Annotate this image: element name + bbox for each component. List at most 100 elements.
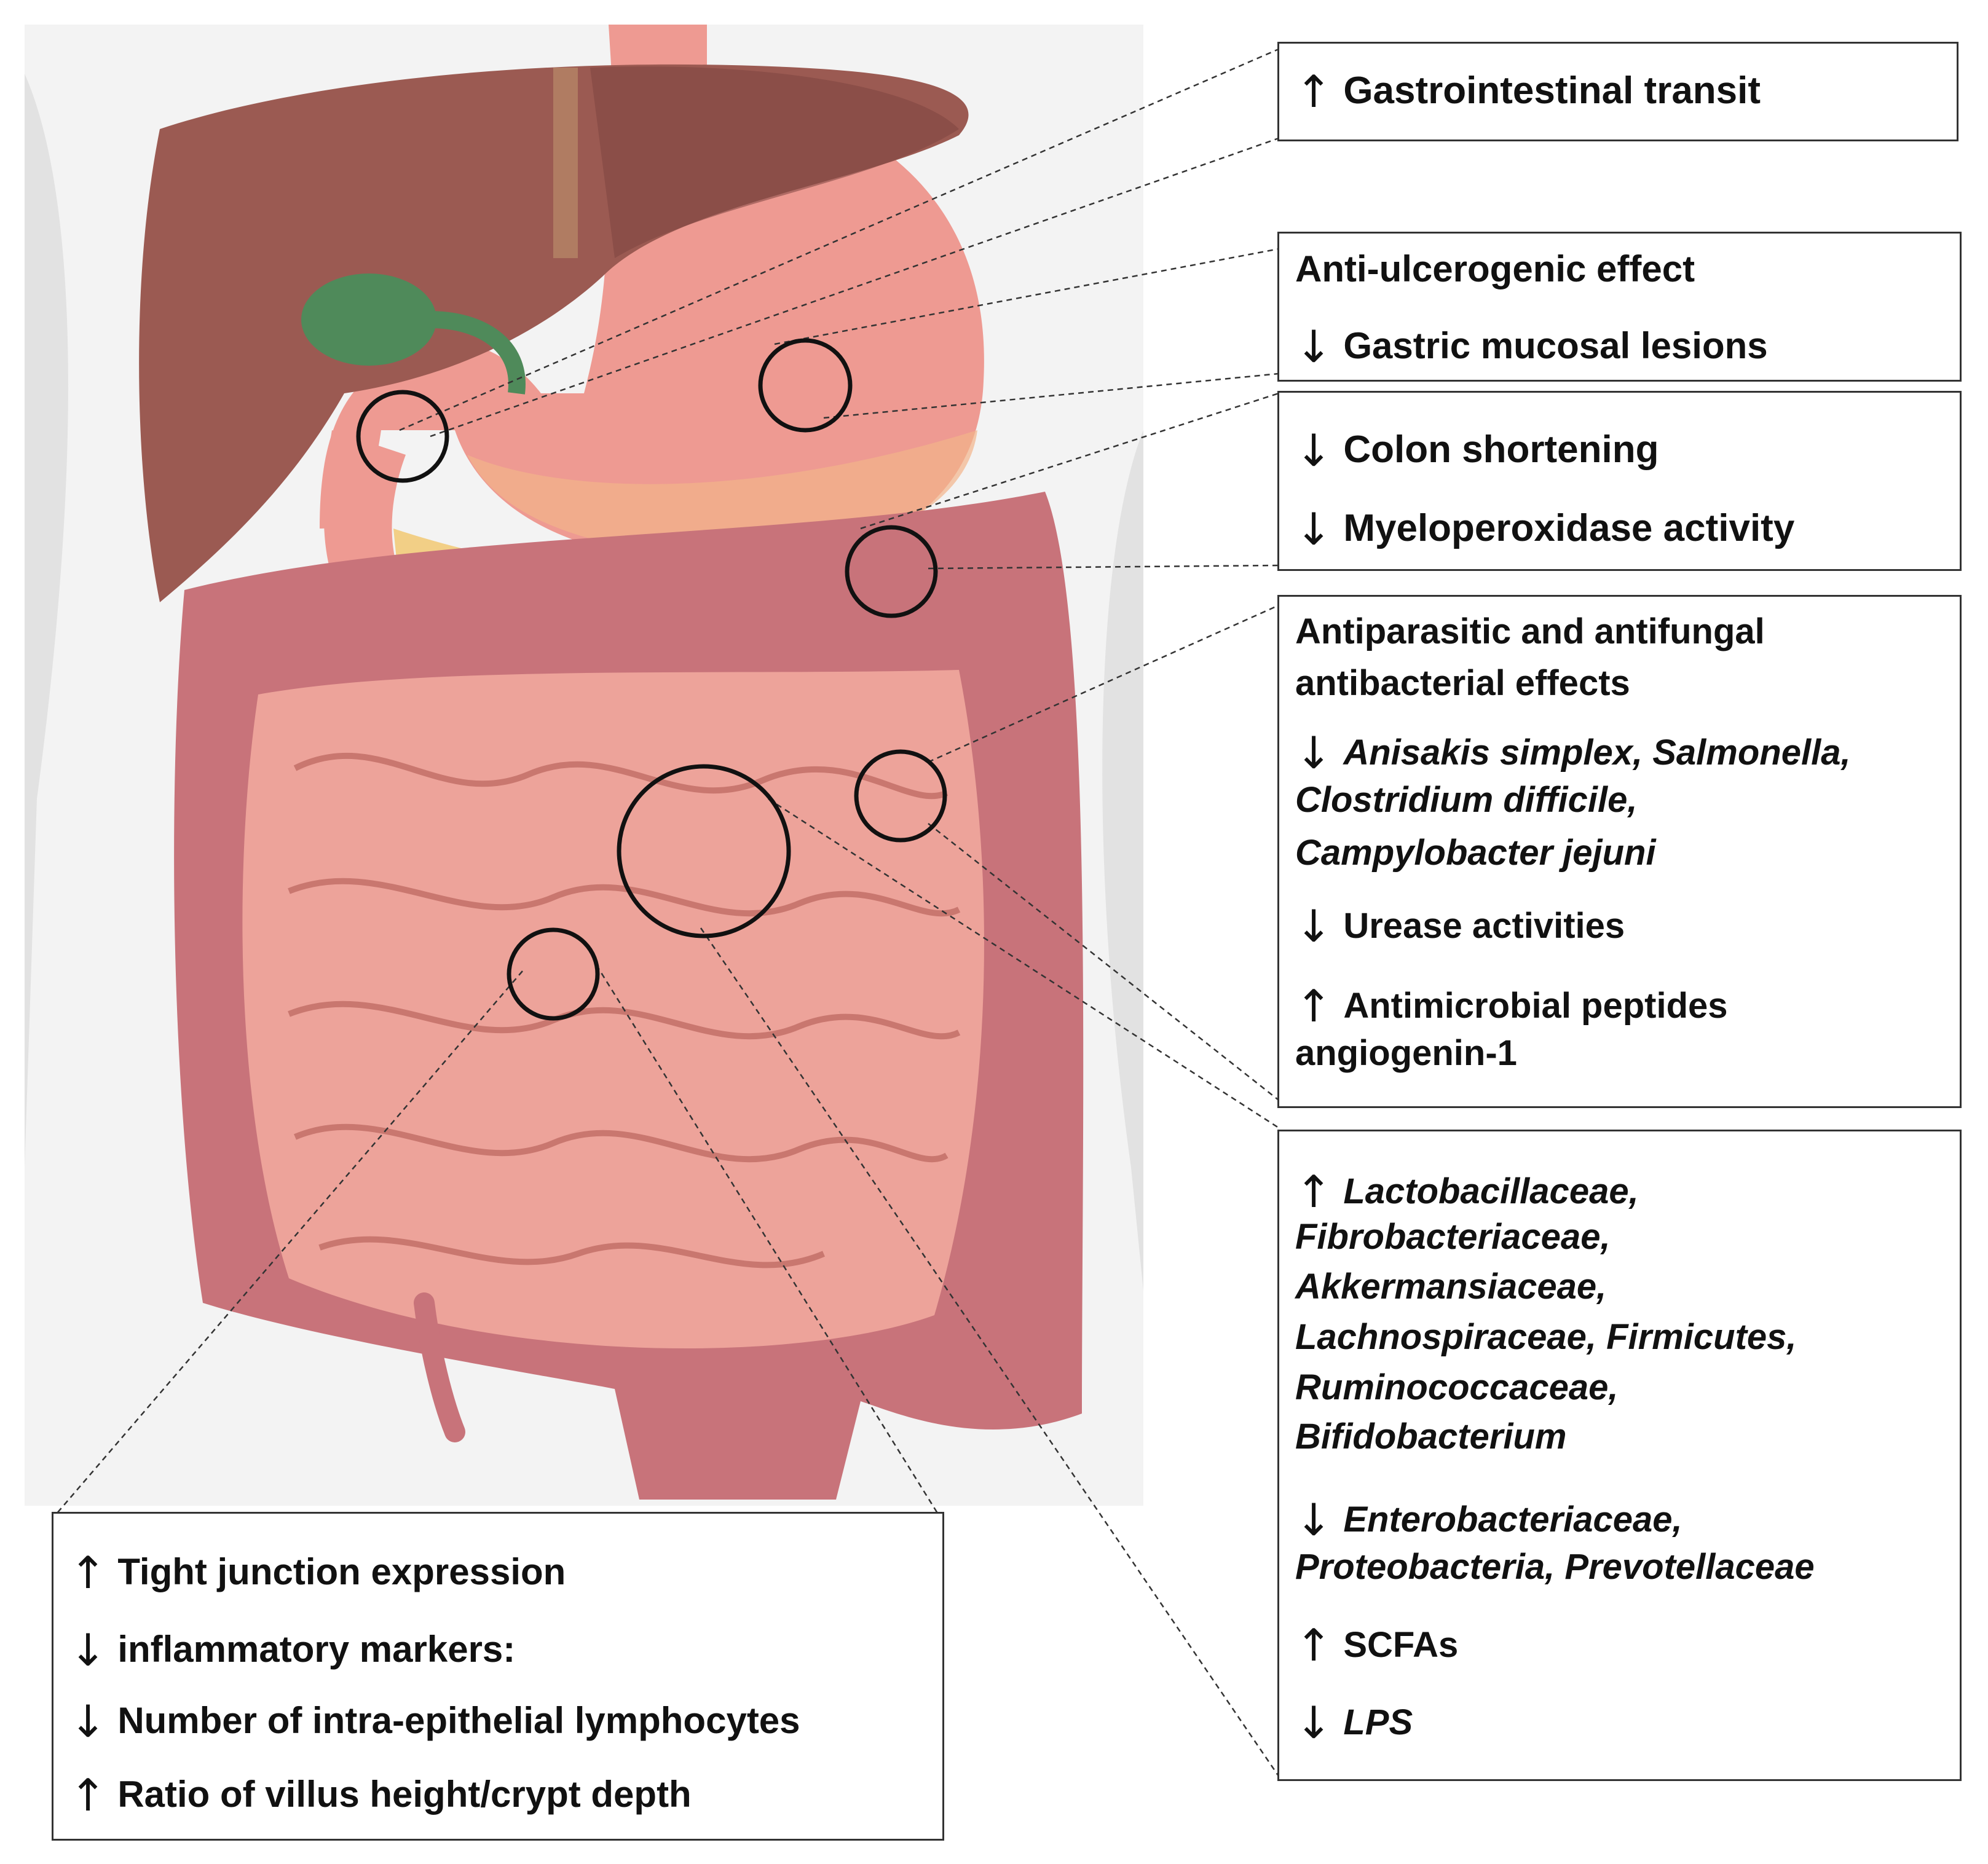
antimicrobial-text-4: Clostridium difficile, [1295, 780, 1638, 820]
leader-microbiota-a [768, 798, 1279, 1129]
antimicrobial-text-1: Antiparasitic and antifungal [1295, 612, 1765, 651]
colon-line-1: ↓Colon shortening [1295, 428, 1659, 473]
colon-line-2: ↓Myeloperoxidase activity [1295, 507, 1794, 551]
microbiota-line-2: Fibrobacteriaceae, [1295, 1219, 1611, 1255]
leader-ulcer-b [823, 372, 1279, 419]
barrier-text-3: Number of intra-epithelial lymphocytes [117, 1700, 800, 1741]
antimicrobial-text-5: Campylobacter jejuni [1295, 833, 1656, 873]
microbiota-line-4: Lachnospiraceae, Firmicutes, [1295, 1319, 1797, 1355]
barrier-line-3: ↓Number of intra-epithelial lymphocytes [69, 1699, 800, 1744]
barrier-text-4: Ratio of villus height/crypt depth [117, 1774, 692, 1815]
microbiota-line-9: ↑SCFAs [1295, 1623, 1458, 1667]
down-arrow-icon: ↓ [69, 1624, 107, 1676]
bile-duct [430, 311, 526, 395]
colon-text-2: Myeloperoxidase activity [1343, 507, 1795, 549]
leader-transit-a [399, 48, 1279, 431]
microbiota-text-9: SCFAs [1343, 1625, 1459, 1665]
down-arrow-icon: ↓ [1295, 503, 1333, 555]
microbiota-text-1: Lactobacillaceae, [1343, 1171, 1639, 1211]
leader-microbiota-b [700, 927, 1280, 1777]
down-arrow-icon: ↓ [1295, 321, 1333, 372]
appendix [414, 1292, 465, 1442]
leader-ulcer-a [774, 248, 1279, 345]
down-arrow-icon: ↓ [69, 1696, 107, 1747]
microbiota-text-10: LPS [1343, 1702, 1413, 1742]
gallbladder [301, 273, 436, 366]
ulcer-text-1: Anti-ulcerogenic effect [1295, 248, 1695, 289]
antimicrobial-line-5: Campylobacter jejuni [1295, 835, 1656, 871]
left-arm-shadow [25, 74, 68, 1168]
right-arm-shadow [1102, 430, 1143, 1291]
leader-barrier-a [52, 970, 523, 1519]
microbiota-text-5: Ruminococcaceae, [1295, 1367, 1619, 1407]
circle-stomach [758, 338, 853, 433]
up-arrow-icon: ↑ [1295, 66, 1333, 117]
up-arrow-icon: ↑ [1295, 980, 1333, 1032]
down-arrow-icon: ↓ [1295, 425, 1333, 476]
box-microbiota-composition: ↑Lactobacillaceae,Fibrobacteriaceae,Akke… [1277, 1130, 1962, 1781]
circle-jejunum [617, 764, 791, 938]
microbiota-text-6: Bifidobacterium [1295, 1417, 1567, 1457]
antimicrobial-text-7: Antimicrobial peptides [1343, 986, 1728, 1026]
transit-line-1: ↑Gastrointestinal transit [1295, 69, 1761, 114]
intestine-loops [288, 753, 961, 1268]
up-arrow-icon: ↑ [69, 1769, 107, 1821]
barrier-line-4: ↑Ratio of villus height/crypt depth [69, 1773, 692, 1817]
barrier-line-2: ↓inflammatory markers: [69, 1628, 515, 1672]
barrier-line-1: ↑Tight junction expression [69, 1551, 566, 1595]
leader-lines [52, 48, 1280, 1777]
leader-antimicrobial-a [928, 604, 1279, 763]
antimicrobial-text-3: Anisakis simplex, Salmonella, [1343, 733, 1851, 773]
transit-text-1: Gastrointestinal transit [1343, 69, 1761, 112]
circle-duodenum [356, 390, 449, 483]
antimicrobial-text-8: angiogenin-1 [1295, 1033, 1517, 1073]
circle-transverse-colon [845, 525, 938, 618]
antimicrobial-text-2: antibacterial effects [1295, 663, 1630, 703]
antimicrobial-line-6: ↓Urease activities [1295, 904, 1625, 948]
ulcer-line-2: ↓Gastric mucosal lesions [1295, 324, 1768, 369]
antimicrobial-text-6: Urease activities [1343, 906, 1625, 946]
circle-ileum [507, 927, 600, 1021]
microbiota-line-7: ↓Enterobacteriaceae, [1295, 1498, 1682, 1542]
antimicrobial-line-8: angiogenin-1 [1295, 1036, 1517, 1071]
down-arrow-icon: ↓ [1295, 1494, 1333, 1546]
box-gastrointestinal-transit: ↑Gastrointestinal transit [1277, 42, 1958, 141]
box-colitis-markers: ↓Colon shortening↓Myeloperoxidase activi… [1277, 391, 1962, 571]
up-arrow-icon: ↑ [1295, 1166, 1333, 1217]
liver-right-lobe [590, 66, 959, 258]
circle-descending-colon [854, 749, 947, 843]
box-intestinal-barrier: ↑Tight junction expression↓inflammatory … [52, 1512, 944, 1841]
microbiota-text-8: Proteobacteria, Prevotellaceae [1295, 1547, 1815, 1587]
microbiota-text-4: Lachnospiraceae, Firmicutes, [1295, 1317, 1797, 1357]
microbiota-line-6: Bifidobacterium [1295, 1419, 1567, 1455]
down-arrow-icon: ↓ [1295, 727, 1333, 779]
up-arrow-icon: ↑ [69, 1547, 107, 1599]
antimicrobial-line-2: antibacterial effects [1295, 666, 1630, 701]
antimicrobial-line-1: Antiparasitic and antifungal [1295, 614, 1765, 650]
box-antimicrobial-effects: Antiparasitic and antifungal antibacteria… [1277, 595, 1962, 1108]
leader-barrier-b [595, 964, 942, 1519]
microbiota-line-3: Akkermansiaceae, [1295, 1269, 1606, 1305]
leader-transit-b [430, 137, 1279, 438]
microbiota-line-5: Ruminococcaceae, [1295, 1370, 1618, 1406]
colon-text-1: Colon shortening [1343, 428, 1659, 471]
down-arrow-icon: ↓ [1295, 1697, 1333, 1748]
barrier-text-1: Tight junction expression [117, 1551, 566, 1592]
microbiota-line-10: ↓LPS [1295, 1701, 1413, 1745]
up-arrow-icon: ↑ [1295, 1619, 1333, 1671]
microbiota-text-2: Fibrobacteriaceae, [1295, 1217, 1611, 1257]
highlight-circles [356, 338, 947, 1021]
microbiota-text-7: Enterobacteriaceae, [1343, 1500, 1682, 1540]
antimicrobial-line-7: ↑Antimicrobial peptides [1295, 984, 1728, 1028]
ulcer-text-2: Gastric mucosal lesions [1343, 325, 1768, 366]
stomach [320, 88, 984, 565]
down-arrow-icon: ↓ [1295, 900, 1333, 952]
falciform-ligament [553, 68, 578, 258]
leader-colon-a [860, 392, 1279, 530]
microbiota-line-1: ↑Lactobacillaceae, [1295, 1170, 1639, 1214]
antimicrobial-line-3: ↓Anisakis simplex, Salmonella, [1295, 731, 1851, 775]
antimicrobial-line-4: Clostridium difficile, [1295, 782, 1637, 818]
barrier-text-2: inflammatory markers: [117, 1629, 516, 1670]
